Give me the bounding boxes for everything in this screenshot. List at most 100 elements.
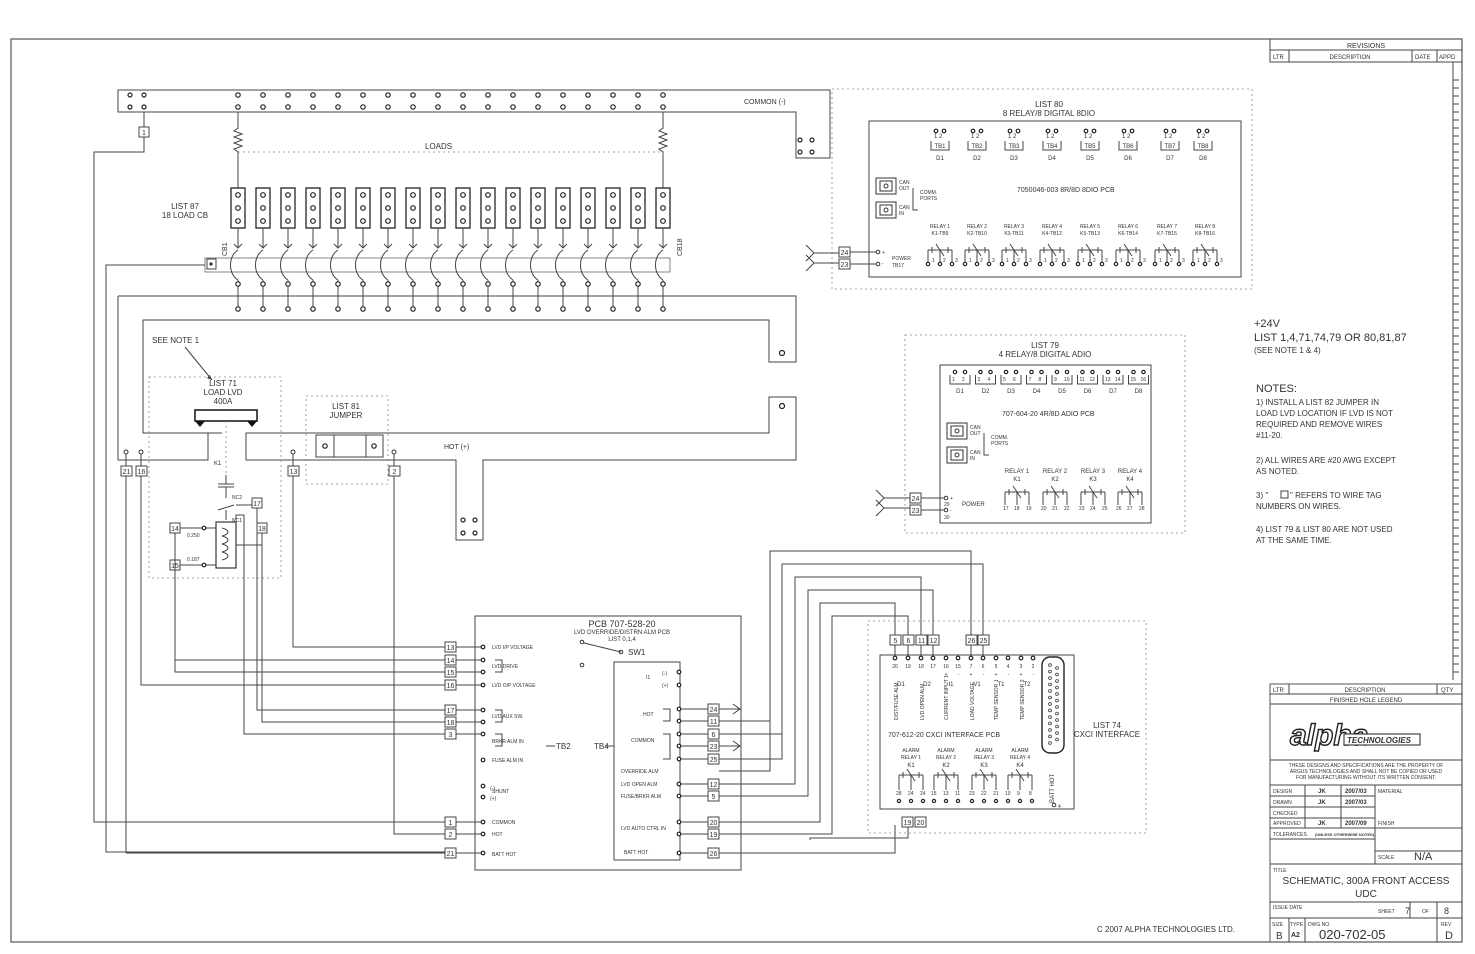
circuit-breaker — [380, 187, 396, 312]
svg-text:D4: D4 — [1033, 389, 1041, 395]
list80-tb17: TB17 — [892, 263, 904, 269]
svg-text:K5-TB13: K5-TB13 — [1080, 231, 1100, 237]
svg-text:D5: D5 — [1086, 156, 1094, 162]
pcb528-left-terminal — [480, 757, 486, 763]
svg-text:-: - — [958, 672, 960, 678]
hot-bus-label: HOT (+) — [444, 444, 469, 451]
svg-text:TB5: TB5 — [1084, 144, 1096, 150]
pcb528-left-terminal: 21 — [444, 847, 486, 859]
svg-text:25: 25 — [710, 757, 718, 764]
tb-type-val: A2 — [1291, 932, 1300, 939]
svg-text:18: 18 — [447, 720, 455, 727]
tb-scale-val: N/A — [1414, 851, 1433, 863]
pcb528-left-terminal: 15 — [444, 666, 486, 678]
svg-text:21: 21 — [123, 469, 131, 476]
svg-text:D4: D4 — [1048, 156, 1056, 162]
svg-text:2: 2 — [962, 377, 965, 383]
pcb528-right-terminal: 20 — [676, 816, 720, 828]
svg-text:D3: D3 — [1007, 389, 1015, 395]
svg-text:D5: D5 — [1058, 389, 1066, 395]
pcb528-board: PCB 707-528-20 LVD OVERRIDE/DISTRN ALM P… — [444, 615, 742, 871]
svg-text:23: 23 — [841, 262, 849, 269]
notes-title: NOTES: — [1256, 383, 1297, 395]
svg-text:12: 12 — [1090, 377, 1096, 383]
svg-text:K4-TB12: K4-TB12 — [1042, 231, 1062, 237]
common-bus: COMMON (-) — [117, 89, 831, 159]
svg-text:25: 25 — [1102, 506, 1108, 512]
nc1-label: NC1 — [232, 518, 242, 524]
circuit-breaker — [355, 187, 371, 312]
svg-text:(-): (-) — [490, 786, 495, 792]
svg-text:1: 1 — [1044, 258, 1047, 264]
list71-line3: 400A — [214, 397, 233, 406]
svg-text:K6-TB14: K6-TB14 — [1118, 231, 1138, 237]
svg-text:3: 3 — [1067, 258, 1070, 264]
tb-jk3: JK — [1318, 821, 1326, 827]
pcb528-right-label: I1 — [646, 675, 650, 681]
svg-text:12: 12 — [710, 782, 718, 789]
list80-pcb: 7050046-003 8R/8D 8DIO PCB — [1017, 187, 1115, 194]
rev-appd: APPD — [1439, 55, 1456, 61]
svg-text:3: 3 — [992, 258, 995, 264]
circuit-breaker — [280, 187, 296, 312]
svg-text:3: 3 — [1220, 258, 1223, 264]
pcb528-right-terminal: 5 — [676, 790, 720, 802]
pcb528-left-label: LVD DRIVE — [492, 664, 519, 670]
svg-text:3: 3 — [1020, 664, 1023, 670]
svg-text:D2: D2 — [982, 389, 990, 395]
svg-text:TEMP SENSOR 2: TEMP SENSOR 2 — [1020, 679, 1026, 720]
cb18-label: CB18 — [677, 238, 684, 256]
svg-text:PORTS: PORTS — [920, 196, 938, 202]
svg-text:15: 15 — [1131, 377, 1137, 383]
svg-text:K3: K3 — [1089, 477, 1097, 483]
tb-approved: APPROVED — [1273, 821, 1301, 827]
svg-text:5: 5 — [995, 664, 998, 670]
svg-text:20: 20 — [892, 664, 898, 670]
circuit-breaker — [580, 187, 596, 312]
svg-text:PORTS: PORTS — [991, 441, 1009, 447]
svg-text:5: 5 — [712, 794, 716, 801]
pcb528-left-terminal: 13 — [444, 641, 486, 653]
tb-issue: ISSUE DATE — [1273, 905, 1303, 911]
rev-date: DATE — [1415, 55, 1431, 61]
loads-label: LOADS — [425, 142, 452, 151]
svg-text:17: 17 — [930, 664, 936, 670]
svg-text:-: - — [882, 261, 884, 267]
svg-text:RELAY 1: RELAY 1 — [1005, 469, 1030, 475]
svg-text:D1: D1 — [936, 156, 944, 162]
svg-text:2: 2 — [1170, 258, 1173, 264]
pcb528-right-terminal: 19 — [676, 828, 720, 840]
svg-text:8: 8 — [1029, 791, 1032, 797]
tb-qty: QTY — [1441, 688, 1453, 694]
svg-text:19: 19 — [1026, 506, 1032, 512]
pcb528-subtitle: LVD OVERRIDE/DISTRN ALM PCB — [574, 630, 670, 636]
circuit-breaker — [430, 187, 446, 312]
svg-text:14: 14 — [171, 526, 179, 533]
common-bus-label: COMMON (-) — [744, 99, 786, 106]
svg-text:2: 2 — [1208, 258, 1211, 264]
tb-prop3: FOR MANUFACTURING WITHOUT ITS WRITTEN CO… — [1296, 775, 1436, 781]
svg-text:16: 16 — [138, 469, 146, 476]
pcb528-right-label: OVERRIDE ALM — [621, 769, 659, 775]
svg-text:15: 15 — [955, 664, 961, 670]
svg-text:(-): (-) — [662, 671, 667, 677]
note4-line1: 4) LIST 79 & LIST 80 ARE NOT USED — [1256, 525, 1393, 534]
list79-pcb: 707-604-20 4R/8D ADIO PCB — [1002, 411, 1095, 418]
svg-text:RELAY 1: RELAY 1 — [901, 755, 921, 761]
svg-text:D7: D7 — [1166, 156, 1174, 162]
list80-subtitle: 8 RELAY/8 DIGITAL 8DIO — [1003, 109, 1095, 118]
tb-prop2: ARGUS TECHNOLOGIES AND SHALL NOT BE COPI… — [1290, 769, 1443, 775]
pcb528-left-terminal: 1 — [444, 816, 486, 828]
pcb528-left-label: SHUNT — [492, 789, 509, 795]
